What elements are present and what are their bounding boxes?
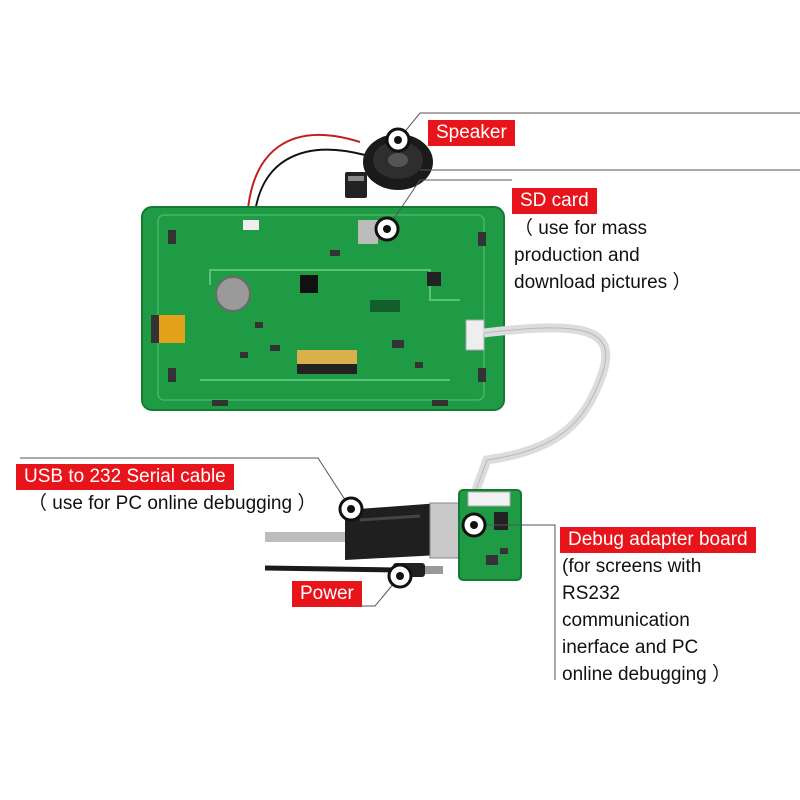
- note-line: inerface and PC: [562, 637, 699, 658]
- note-line: （ use for PC online debugging ）: [28, 493, 317, 514]
- power-cable: [264, 565, 396, 573]
- coin-battery: [215, 276, 251, 312]
- note-line: online debugging ）: [562, 664, 732, 685]
- speaker: [363, 134, 433, 190]
- main-pcb-board: [141, 206, 505, 411]
- sd-card-label: SD card: [512, 188, 597, 214]
- debug-board-note: (for screens with RS232 communication in…: [562, 553, 731, 688]
- target-dot-icon: [338, 496, 364, 522]
- usb-cable-note: （ use for PC online debugging ）: [28, 490, 316, 517]
- speaker-wire-red: [246, 133, 361, 223]
- speaker-wire-black: [253, 148, 366, 223]
- micro-sd-card: [345, 172, 367, 198]
- target-dot-icon: [387, 563, 413, 589]
- speaker-label: Speaker: [428, 120, 515, 146]
- note-line: production and: [514, 245, 640, 266]
- power-label: Power: [292, 581, 362, 607]
- target-dot-icon: [385, 127, 411, 153]
- note-line: （ use for mass: [514, 218, 648, 239]
- note-line: RS232: [562, 583, 621, 604]
- target-dot-icon: [461, 512, 487, 538]
- note-line: download pictures ）: [514, 272, 692, 293]
- usb-cable-label: USB to 232 Serial cable: [16, 464, 234, 490]
- note-line: communication: [562, 610, 690, 631]
- target-dot-icon: [374, 216, 400, 242]
- sd-card-note: （ use for mass production and download p…: [514, 215, 691, 296]
- debug-board-label: Debug adapter board: [560, 527, 756, 553]
- debug-adapter-board-pcb: [458, 489, 522, 581]
- sd-slot: [358, 220, 378, 244]
- note-line: (for screens with: [562, 556, 702, 577]
